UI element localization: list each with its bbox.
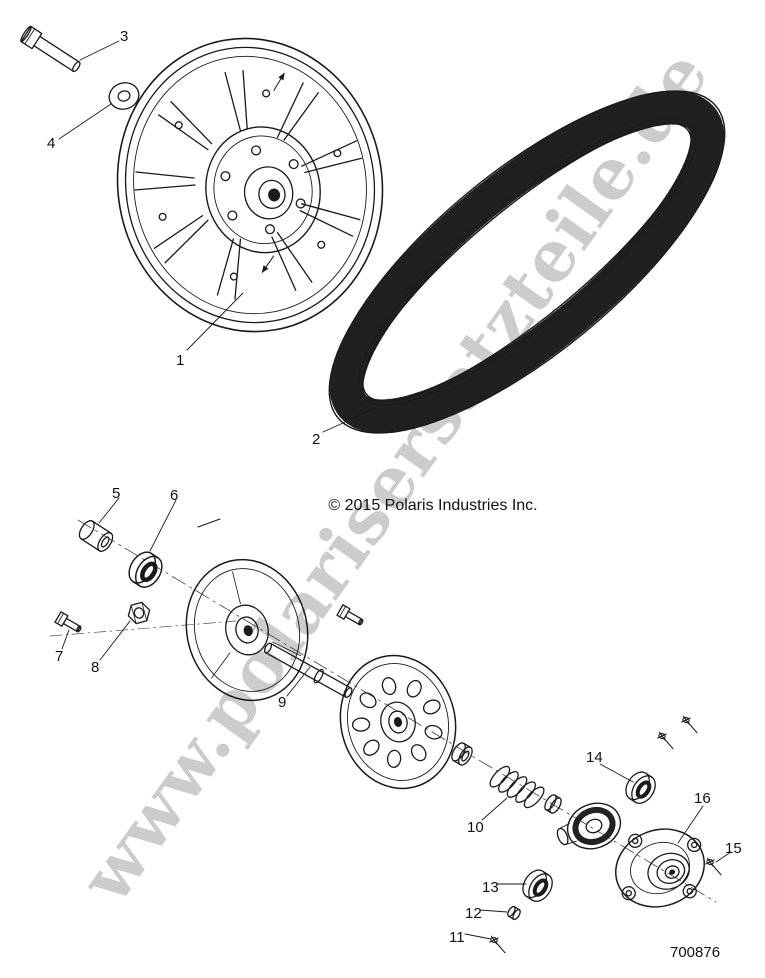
part-label-3: 3 [120, 28, 129, 45]
part-label-14: 14 [586, 749, 603, 766]
bushing-5-drawing [78, 520, 114, 552]
part-label-2: 2 [312, 431, 321, 448]
primary-clutch-drawing [116, 37, 384, 333]
spring-10-drawing [489, 765, 545, 809]
screw-icon [655, 731, 677, 750]
shaft-9-drawing [263, 642, 353, 698]
leader-lines [58, 40, 732, 940]
part-label-11: 11 [449, 929, 465, 946]
bolt-15-drawing [703, 857, 725, 876]
part-label-15: 15 [725, 840, 742, 857]
hub-16-drawing [615, 828, 705, 908]
spider-sheave-drawing [339, 654, 457, 790]
washer-4-drawing [108, 82, 140, 110]
nut-8-drawing [127, 601, 151, 625]
part-label-9: 9 [278, 694, 287, 711]
washer-12-drawing [507, 905, 521, 921]
document-number: 700876 [670, 944, 721, 961]
part-label-12: 12 [465, 905, 482, 922]
part-label-7: 7 [55, 648, 64, 665]
moveable-sheave-drawing [185, 558, 309, 702]
bolt-3-drawing [20, 25, 81, 73]
screw-icon [679, 715, 701, 734]
drive-belt-drawing [328, 90, 726, 434]
part-label-8: 8 [91, 659, 100, 676]
copyright-text: © 2015 Polaris Industries Inc. [328, 497, 538, 514]
part-label-5: 5 [112, 485, 121, 502]
collar-ring-drawing [451, 742, 473, 766]
bolt-7-drawing [54, 611, 84, 636]
secondary-clutch-drawing [49, 518, 725, 954]
small-bolt-drawing [336, 604, 366, 629]
helix-drawing [556, 802, 622, 850]
part-label-16: 16 [694, 790, 711, 807]
part-label-6: 6 [170, 487, 179, 504]
part-label-4: 4 [47, 135, 56, 152]
bearing-13-drawing [516, 863, 560, 908]
bearing-14-drawing [619, 765, 663, 810]
part-label-10: 10 [467, 819, 484, 836]
part-label-13: 13 [482, 879, 499, 896]
spring-seat-drawing [544, 794, 562, 814]
part-label-1: 1 [176, 352, 185, 369]
